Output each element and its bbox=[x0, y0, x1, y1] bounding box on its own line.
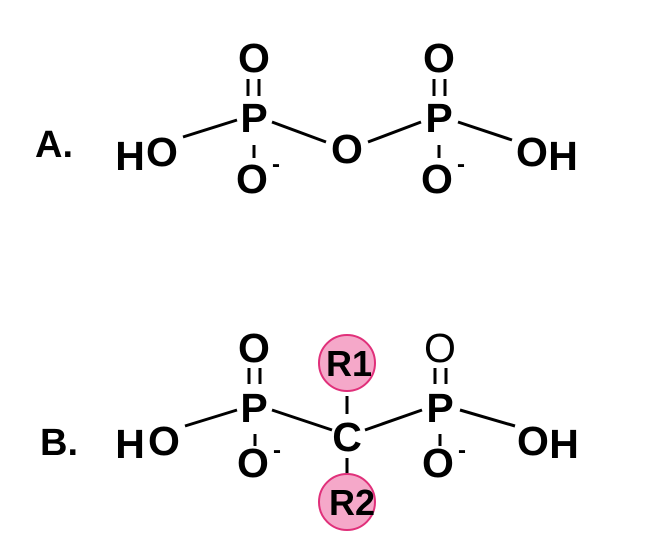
atom-o: O bbox=[421, 156, 453, 202]
bond bbox=[459, 408, 516, 428]
label-b: B. bbox=[40, 422, 78, 464]
charge: - bbox=[273, 437, 281, 464]
bond bbox=[364, 408, 423, 432]
substituent-r1-label: R1 bbox=[326, 343, 372, 384]
bond bbox=[271, 120, 327, 144]
atom-o: O bbox=[236, 156, 268, 202]
bond bbox=[457, 120, 513, 142]
bond bbox=[367, 120, 422, 144]
atom-o: O bbox=[422, 440, 454, 486]
atom-p: P bbox=[240, 385, 267, 431]
atom-p: P bbox=[426, 385, 453, 431]
atom-h: H bbox=[549, 421, 579, 467]
substituent-r1 bbox=[318, 334, 376, 392]
atom-c: C bbox=[332, 414, 362, 460]
atom-p: P bbox=[425, 95, 452, 141]
atom-o-bridge: O bbox=[331, 126, 363, 172]
atom-o: O bbox=[516, 129, 548, 175]
substituent-r2-label: R2 bbox=[329, 482, 375, 523]
atom-o: O bbox=[238, 35, 270, 81]
label-a: A. bbox=[35, 124, 73, 166]
atom-o: O bbox=[146, 129, 178, 175]
charge: - bbox=[272, 151, 280, 178]
atom-p: P bbox=[240, 95, 267, 141]
atom-h: H bbox=[115, 133, 145, 179]
charge: - bbox=[457, 151, 465, 178]
bond bbox=[182, 118, 238, 139]
charge: - bbox=[458, 437, 466, 464]
atom-o: O bbox=[148, 418, 180, 464]
atom-h: H bbox=[115, 421, 145, 467]
atom-o: O bbox=[423, 35, 455, 81]
substituent-r2 bbox=[318, 473, 376, 531]
atom-o: O bbox=[517, 418, 549, 464]
atom-h: H bbox=[548, 133, 578, 179]
structure-b: B. H O P O O - R1 C R2 P O O - O H bbox=[40, 325, 579, 531]
bond bbox=[184, 408, 238, 428]
atom-o: O bbox=[238, 325, 270, 371]
bond bbox=[271, 408, 333, 432]
atom-o: O bbox=[424, 325, 456, 371]
atom-o: O bbox=[237, 440, 269, 486]
structure-a: A. H O P O O - O P O O - O H bbox=[35, 35, 578, 202]
